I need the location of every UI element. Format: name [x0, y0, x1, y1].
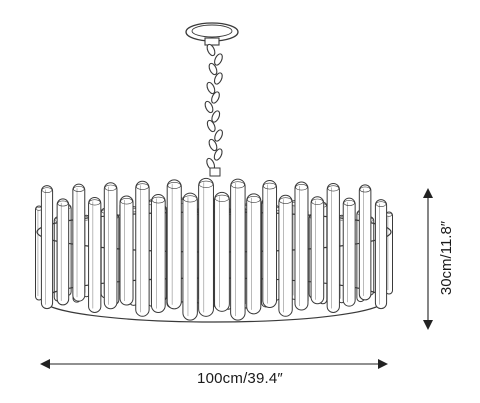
tube-front	[150, 194, 166, 314]
tube-front	[72, 183, 86, 302]
chain-link	[208, 62, 218, 76]
chain-link	[206, 81, 216, 95]
chain-link	[214, 129, 223, 142]
tube-front	[119, 195, 134, 306]
tube-front	[88, 196, 102, 313]
tube-front	[278, 194, 293, 317]
tube-front	[246, 193, 262, 315]
canopy-stem	[204, 37, 220, 46]
tube-front	[294, 181, 309, 311]
chain-hook	[209, 167, 221, 177]
tube-front	[40, 185, 54, 310]
tube-front	[358, 184, 372, 301]
tube-front	[310, 196, 325, 305]
chain-link	[206, 43, 216, 57]
chain-link	[206, 119, 216, 133]
tube-front	[166, 179, 182, 310]
chain-link	[214, 53, 223, 66]
tube-front	[198, 177, 214, 317]
height-dimension-label: 30cm/11.8″	[438, 220, 455, 296]
suspension-chain	[204, 43, 223, 177]
crystal-tubes-front-row	[40, 177, 388, 321]
chain-link	[213, 148, 223, 161]
tube-front	[326, 182, 340, 313]
tube-front	[103, 182, 118, 310]
height-arrow-bottom	[423, 320, 433, 330]
chain-link	[204, 100, 214, 114]
tube-front	[56, 198, 70, 306]
width-dimension-label: 100cm/39.4″	[197, 370, 283, 387]
tube-front	[342, 197, 356, 307]
tube-front	[262, 180, 278, 309]
chain-link	[211, 110, 221, 123]
ceiling-canopy	[185, 22, 239, 46]
tube-front	[135, 180, 150, 317]
tube-front	[182, 192, 198, 321]
dimension-lines	[40, 188, 433, 369]
width-arrow-right	[378, 359, 388, 369]
chain-link	[213, 72, 223, 85]
tube-front	[230, 178, 246, 321]
frame-top-ring	[36, 211, 392, 253]
chain-link	[208, 138, 218, 152]
canopy-inner-ring	[191, 24, 233, 38]
height-arrow-top	[423, 188, 433, 198]
tube-front	[374, 199, 388, 310]
tube-front	[214, 191, 230, 312]
width-arrow-left	[40, 359, 50, 369]
chain-link	[211, 91, 220, 104]
